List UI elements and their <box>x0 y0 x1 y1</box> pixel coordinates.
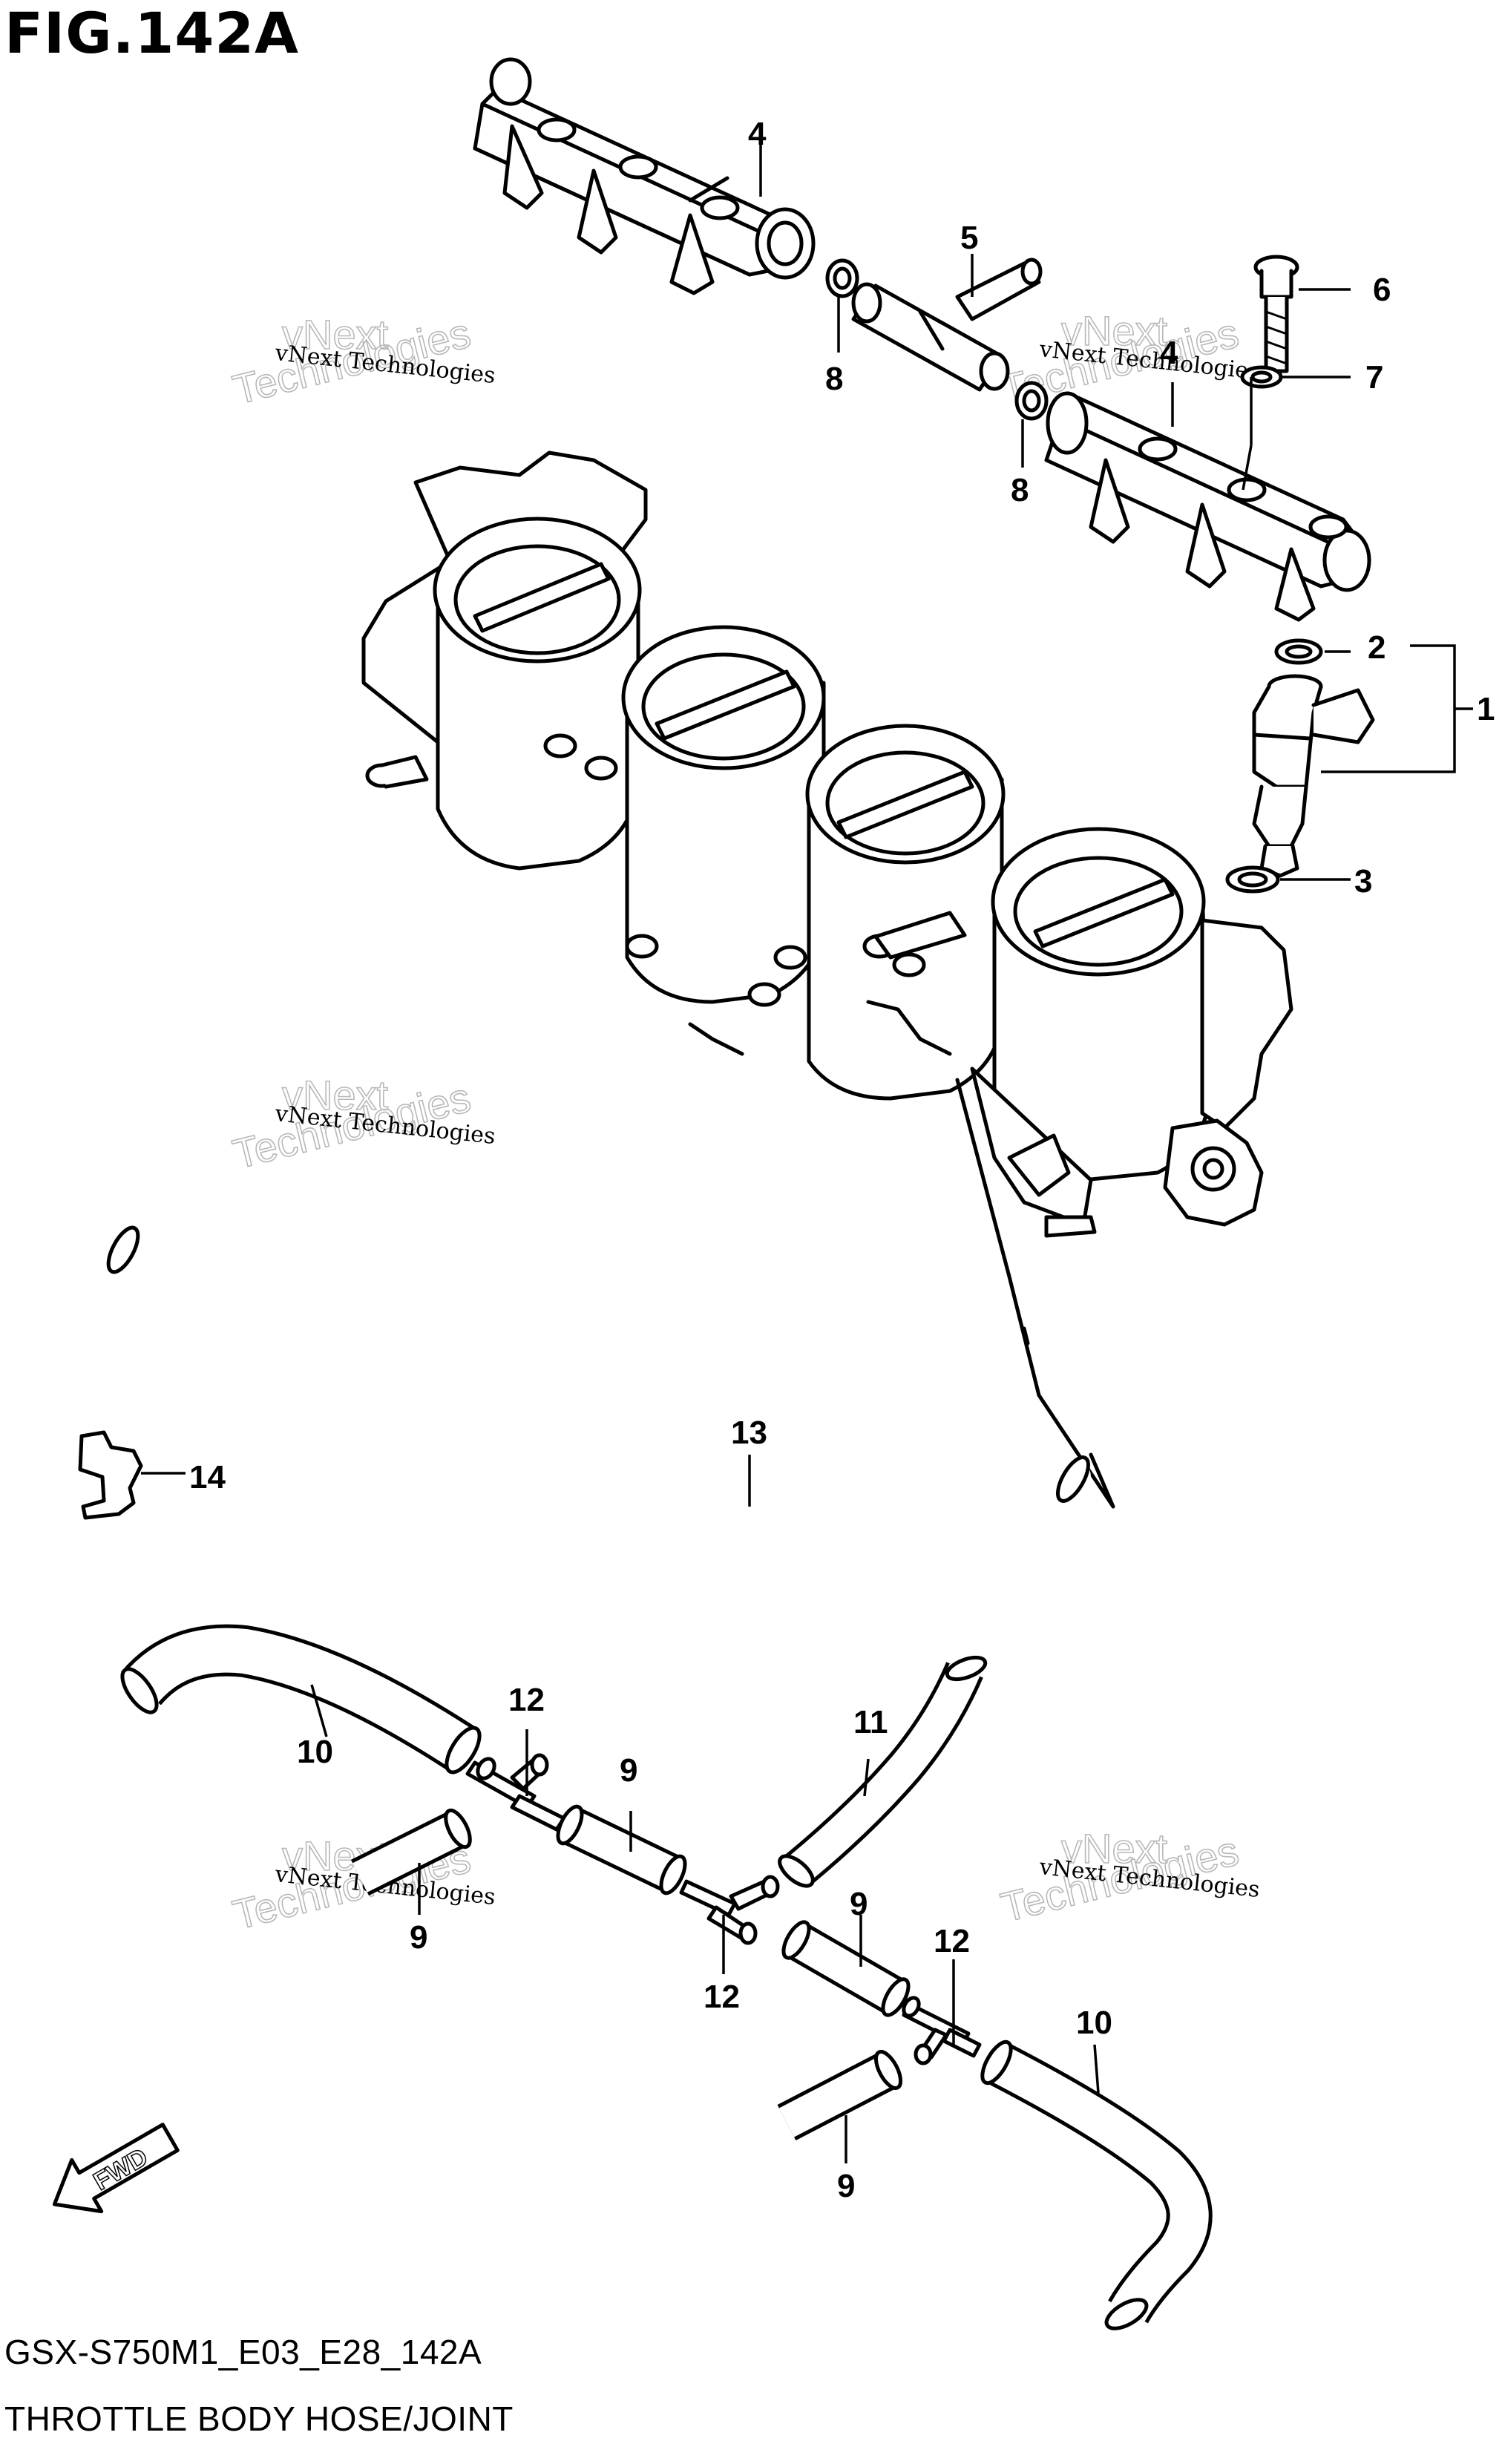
callout-14: 14 <box>189 1459 226 1495</box>
hose-9-left <box>350 1808 472 1896</box>
watermark-middle-left: vNext Technologies vNext Technologies <box>228 1071 496 1178</box>
joint-12-middle <box>679 1875 780 1945</box>
figure-code: GSX-S750M1_E03_E28_142A <box>4 2333 482 2371</box>
svg-text:vNext: vNext <box>1061 1825 1168 1872</box>
watermark-top-right: vNext Technologies vNext Technologies <box>996 307 1261 413</box>
callout-4-lower: 4 <box>1160 335 1178 371</box>
callout-3: 3 <box>1354 863 1372 900</box>
o-ring-8-left <box>825 258 859 298</box>
callout-6: 6 <box>1373 272 1391 308</box>
callout-9-upper: 9 <box>620 1752 637 1789</box>
throttle-body-assembly <box>361 450 1293 1238</box>
callout-10-left: 10 <box>297 1734 333 1770</box>
callout-1: 1 <box>1477 691 1495 727</box>
callout-13: 13 <box>731 1415 767 1451</box>
hose-9-bottom <box>777 2050 903 2140</box>
callout-9-right: 9 <box>850 1886 868 1922</box>
callout-9-left: 9 <box>410 1919 427 1956</box>
callout-4-upper: 4 <box>748 116 767 152</box>
fuel-joint-5 <box>851 258 1043 392</box>
hose-10-right <box>980 2039 1213 2330</box>
hose-13 <box>104 1225 1091 1575</box>
fuel-injector-1 <box>1252 674 1375 878</box>
hose-11 <box>778 1655 988 1888</box>
hose-9-right <box>781 1920 911 2017</box>
callout-11: 11 <box>853 1704 888 1740</box>
callout-12-middle: 12 <box>704 1979 740 2015</box>
callout-5: 5 <box>960 220 978 256</box>
o-ring-8-right <box>1014 381 1049 421</box>
o-ring-2 <box>1274 638 1323 665</box>
watermark-top-left: vNext Technologies vNext Technologies <box>228 309 496 414</box>
hose-9-upper <box>556 1804 687 1895</box>
bolt-6 <box>1253 255 1299 373</box>
figure-title: FIG.142A <box>4 0 299 66</box>
callout-9-bottom: 9 <box>837 2168 855 2204</box>
svg-text:vNext: vNext <box>282 311 389 358</box>
leader-lines <box>141 145 1473 2163</box>
fwd-arrow-icon: FWD <box>52 2123 180 2214</box>
fuel-rail-upper <box>473 57 816 295</box>
callout-2: 2 <box>1368 629 1385 666</box>
leader-throttle-to-hose <box>955 1078 1115 1509</box>
joint-12-lower <box>902 1996 982 2065</box>
svg-text:vNext: vNext <box>282 1072 389 1118</box>
cushion-3 <box>1225 865 1280 894</box>
washer-7 <box>1240 365 1283 389</box>
callout-8-left: 8 <box>825 361 843 397</box>
callout-7: 7 <box>1365 359 1383 396</box>
watermark-bottom-right: vNext Technologies vNext Technologies <box>996 1824 1261 1931</box>
clamp-14 <box>78 1430 143 1520</box>
callout-8-right: 8 <box>1011 472 1029 508</box>
callout-12-upper: 12 <box>508 1682 545 1718</box>
svg-text:vNext: vNext <box>1061 307 1168 354</box>
fuel-rail-lower <box>1044 391 1371 622</box>
figure-name: THROTTLE BODY HOSE/JOINT <box>4 2399 514 2438</box>
callout-12-lower: 12 <box>934 1923 970 1959</box>
hose-10-left <box>120 1624 482 1775</box>
joint-12-upper <box>465 1753 566 1832</box>
callout-10-right: 10 <box>1076 2005 1112 2041</box>
